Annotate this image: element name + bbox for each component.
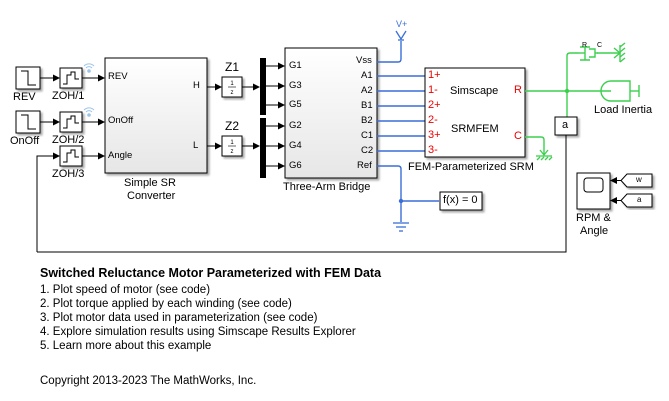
- port-1minus: 1-: [428, 84, 438, 96]
- port-g5: G5: [289, 99, 302, 110]
- demux-bar-2[interactable]: [260, 118, 266, 178]
- zoh2-label: ZOH/2: [52, 134, 85, 146]
- port-l: L: [193, 140, 199, 151]
- port-vss: Vss: [356, 55, 372, 66]
- supply-label: V+: [396, 19, 408, 29]
- scope-label-2: Angle: [580, 225, 609, 237]
- signal-logging-icon: [83, 107, 95, 117]
- port-c: C: [514, 130, 522, 142]
- rpm-angle-scope-block[interactable]: [576, 172, 611, 210]
- zoh3-block[interactable]: [59, 145, 83, 167]
- angle-feedback-line: [37, 135, 567, 253]
- onoff-step-block[interactable]: [15, 110, 41, 134]
- port-g3: G3: [289, 80, 302, 91]
- supply-voltage-block[interactable]: [395, 30, 407, 41]
- mechanical-reference-top[interactable]: [613, 42, 626, 63]
- svg-text:1: 1: [230, 140, 234, 146]
- z1-unit-delay-block[interactable]: 1 z: [221, 76, 243, 98]
- srm-text-srmfem: SRMFEM: [451, 123, 499, 135]
- port-b1: B1: [361, 100, 373, 111]
- signal-lines-input: [36, 74, 105, 252]
- load-inertia-label: Load Inertia: [594, 104, 653, 116]
- srm-label: FEM-Parameterized SRM: [408, 161, 534, 173]
- port-r: R: [514, 84, 522, 96]
- port-2minus: 2-: [428, 114, 438, 126]
- rev-label: REV: [13, 91, 36, 103]
- from-a-label: a: [637, 195, 642, 204]
- port-g4: G4: [289, 140, 302, 151]
- damper-port-r: R: [582, 42, 588, 49]
- solver-label: f(x) = 0: [443, 194, 478, 206]
- annotation-link-4[interactable]: 4. Explore simulation results using Sims…: [40, 326, 356, 338]
- svg-text:z: z: [231, 90, 234, 96]
- svg-text:z: z: [231, 149, 234, 155]
- port-ref: Ref: [357, 160, 372, 171]
- from-w-label: w: [636, 175, 642, 184]
- load-inertia-block[interactable]: [600, 80, 640, 102]
- converter-label-2: Converter: [127, 190, 176, 202]
- annotation-link-2[interactable]: 2. Plot torque applied by each winding (…: [40, 298, 292, 310]
- onoff-label: OnOff: [10, 135, 40, 147]
- port-3minus: 3-: [428, 144, 438, 156]
- goto-a-label: a: [562, 119, 569, 131]
- zoh3-label: ZOH/3: [52, 168, 85, 180]
- port-3plus: 3+: [428, 129, 441, 141]
- z1-label: Z1: [225, 60, 240, 74]
- scope-input-lines: [610, 177, 621, 204]
- mechanical-reference-bottom[interactable]: [536, 149, 553, 161]
- from-a-tag[interactable]: [620, 193, 653, 208]
- demux-bar-1[interactable]: [260, 58, 266, 115]
- annotation-link-3[interactable]: 3. Plot motor data used in parameterizat…: [40, 312, 318, 324]
- port-c2: C2: [361, 145, 374, 156]
- port-a1: A1: [361, 70, 373, 81]
- zoh1-label: ZOH/1: [52, 90, 85, 102]
- port-angle: Angle: [108, 150, 133, 161]
- srm-text-simscape: Simscape: [450, 85, 499, 97]
- port-h: H: [193, 80, 200, 91]
- port-g6: G6: [289, 160, 302, 171]
- annotation-link-5[interactable]: 5. Learn more about this example: [40, 340, 212, 352]
- electrical-connections: [377, 41, 439, 222]
- electrical-reference-ground[interactable]: [393, 222, 409, 232]
- zoh1-block[interactable]: [59, 67, 83, 89]
- z2-label: Z2: [225, 119, 240, 133]
- zoh2-block[interactable]: [59, 111, 83, 133]
- z2-unit-delay-block[interactable]: 1 z: [221, 135, 243, 157]
- simple-sr-converter-block[interactable]: [104, 57, 208, 174]
- port-b2: B2: [361, 115, 373, 126]
- solver-configuration-block[interactable]: [439, 191, 483, 211]
- from-w-tag[interactable]: [620, 173, 653, 188]
- junction-dot: [398, 198, 404, 204]
- junction-dot: [564, 88, 570, 94]
- copyright-text: Copyright 2013-2023 The MathWorks, Inc.: [40, 375, 257, 387]
- port-onoff: OnOff: [108, 115, 134, 126]
- fem-parameterized-srm-block[interactable]: [424, 67, 526, 158]
- port-c1: C1: [361, 130, 374, 141]
- port-a2: A2: [361, 85, 373, 96]
- signal-lines-gates: [266, 62, 285, 170]
- signal-lines-hl: [207, 83, 260, 150]
- damper-port-c: C: [597, 42, 603, 49]
- bridge-label: Three-Arm Bridge: [283, 181, 371, 193]
- port-1plus: 1+: [428, 69, 441, 81]
- port-2plus: 2+: [428, 99, 441, 111]
- svg-text:1: 1: [230, 81, 234, 87]
- converter-label-1: Simple SR: [124, 177, 176, 189]
- port-rev: REV: [108, 71, 128, 82]
- port-g1: G1: [289, 60, 302, 71]
- annotation-link-1[interactable]: 1. Plot speed of motor (see code): [40, 284, 211, 296]
- rev-step-block[interactable]: [15, 66, 41, 90]
- three-arm-bridge-block[interactable]: [284, 47, 378, 179]
- port-g2: G2: [289, 120, 302, 131]
- signal-logging-icon: [83, 63, 95, 73]
- rotational-damper-block[interactable]: [579, 46, 598, 61]
- annotation-title: Switched Reluctance Motor Parameterized …: [40, 266, 382, 280]
- scope-label-1: RPM &: [576, 212, 611, 224]
